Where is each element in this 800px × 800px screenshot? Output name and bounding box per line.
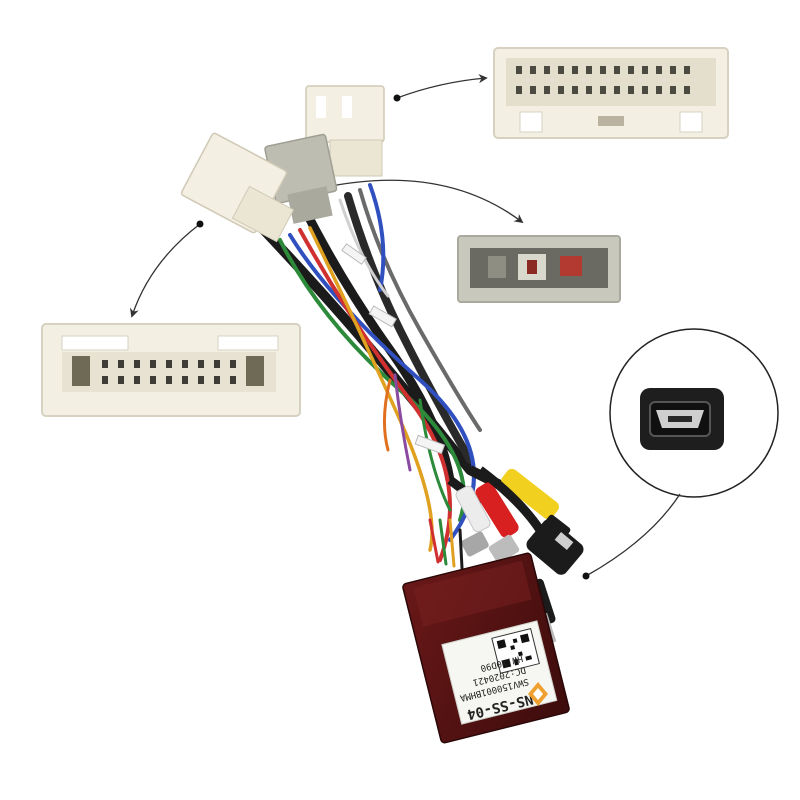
rca-white-plug xyxy=(455,485,491,557)
mini-usb-port-detail xyxy=(609,328,779,498)
pin-row-top xyxy=(516,66,690,74)
pin-row-bottom xyxy=(516,86,690,94)
white-connector-left-detail xyxy=(41,323,301,417)
white-connector-top xyxy=(305,85,385,177)
grey-connector-detail xyxy=(457,235,621,303)
grey-connector xyxy=(264,133,338,224)
mini-usb-plug xyxy=(477,466,584,575)
qr-code xyxy=(496,633,533,669)
callout-arrows xyxy=(129,74,681,580)
pin-row-bottom xyxy=(102,376,236,384)
module-wires xyxy=(428,518,464,570)
white-connector-left xyxy=(180,132,295,243)
product-sticker xyxy=(441,620,558,725)
white-connector-top-detail xyxy=(493,47,729,139)
can-box-module xyxy=(402,552,570,744)
cable-ties xyxy=(341,243,446,455)
pin-row-top xyxy=(102,360,236,368)
brand-logo-icon xyxy=(528,682,548,706)
